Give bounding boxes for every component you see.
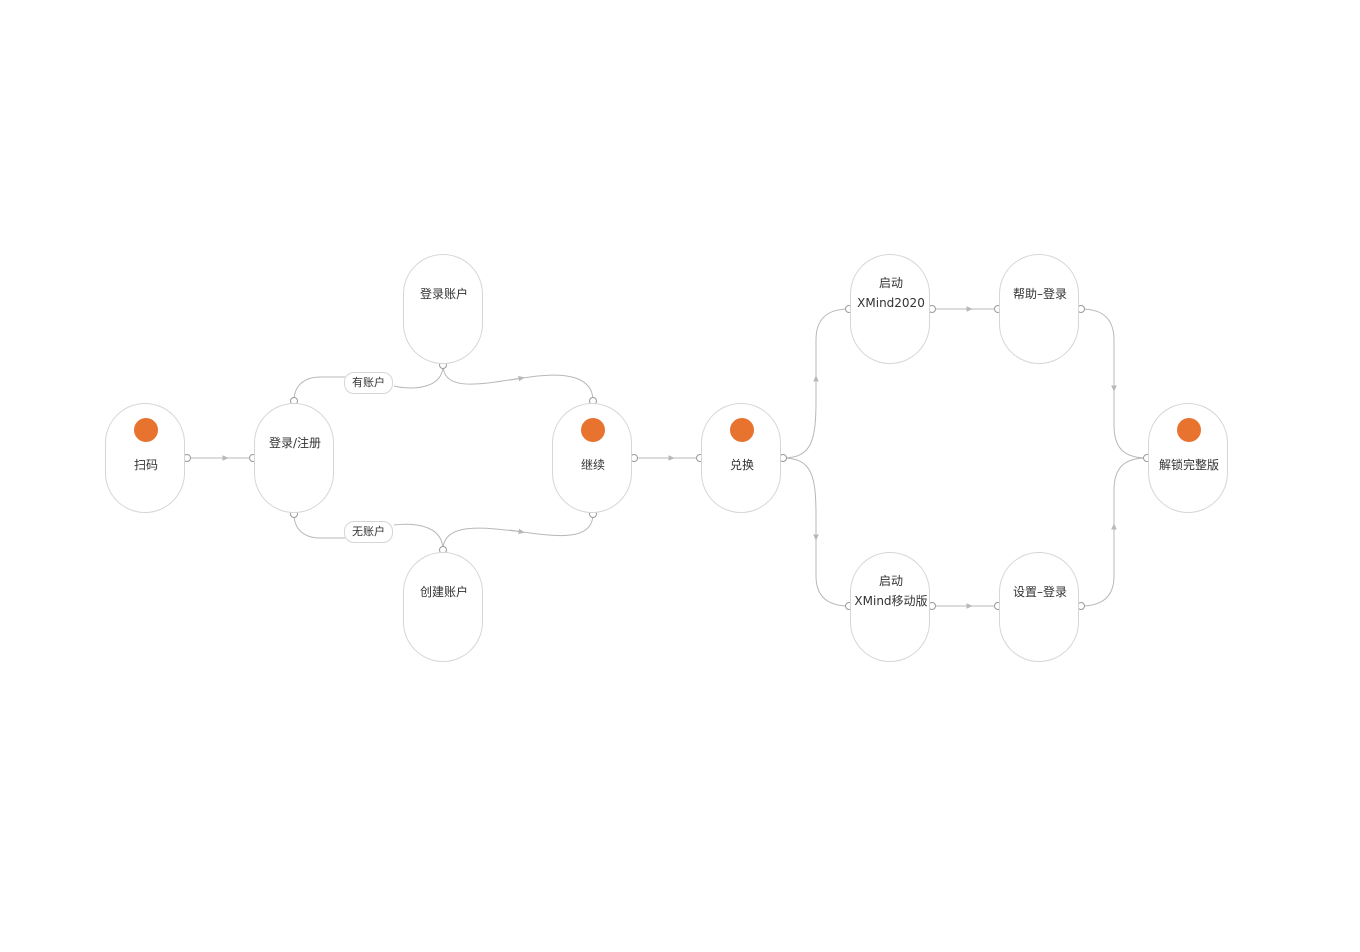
node-redeem[interactable]: 兑换: [701, 403, 781, 513]
node-create-account[interactable]: 创建账户: [403, 552, 483, 662]
edge-label-no-account[interactable]: 无账户: [344, 521, 393, 543]
start-dot-icon: [134, 418, 158, 442]
start-dot-icon: [581, 418, 605, 442]
node-label: 兑换: [729, 458, 754, 472]
node-scan[interactable]: 扫码: [105, 403, 185, 513]
edge-arrow: [509, 375, 525, 382]
node-label-line2: XMind移动版: [854, 594, 928, 608]
edge-redeem-to-launch-desktop: [782, 308, 850, 459]
node-launch-mobile[interactable]: 启动 XMind移动版: [850, 552, 930, 662]
node-label: 解锁完整版: [1158, 458, 1219, 472]
edge-no-account-to-create-account: [393, 523, 444, 551]
node-label: 帮助–登录: [1012, 287, 1067, 301]
node-label: 创建账户: [419, 585, 468, 599]
node-label-line1: 启动: [878, 276, 903, 290]
edge-login-register-to-no-account: [293, 513, 345, 539]
node-label-line1: 启动: [878, 574, 903, 588]
edge-redeem-to-launch-mobile: [782, 457, 850, 607]
edge-label-has-account[interactable]: 有账户: [344, 372, 393, 394]
start-dot-icon: [1177, 418, 1201, 442]
edge-create-account-to-continue: [442, 513, 594, 551]
node-label: 登录账户: [419, 287, 468, 301]
node-unlock[interactable]: 解锁完整版: [1148, 403, 1228, 513]
start-dot-icon: [730, 418, 754, 442]
node-label: 扫码: [133, 458, 158, 472]
node-settings-login[interactable]: 设置–登录: [999, 552, 1079, 662]
edge-arrow: [509, 528, 525, 535]
node-label: 继续: [580, 458, 605, 472]
edge-has-account-to-login-account: [393, 364, 444, 389]
node-launch-desktop[interactable]: 启动 XMind2020: [850, 254, 930, 364]
node-label: 登录/注册: [268, 436, 322, 450]
node-label-line2: XMind2020: [857, 296, 925, 310]
edge-login-account-to-continue: [442, 364, 594, 402]
node-login-register[interactable]: 登录/注册: [254, 403, 334, 513]
node-login-account[interactable]: 登录账户: [403, 254, 483, 364]
edge-login-register-to-has-account: [293, 376, 345, 402]
node-help-login[interactable]: 帮助–登录: [999, 254, 1079, 364]
node-continue[interactable]: 继续: [552, 403, 632, 513]
node-label: 设置–登录: [1012, 585, 1067, 599]
